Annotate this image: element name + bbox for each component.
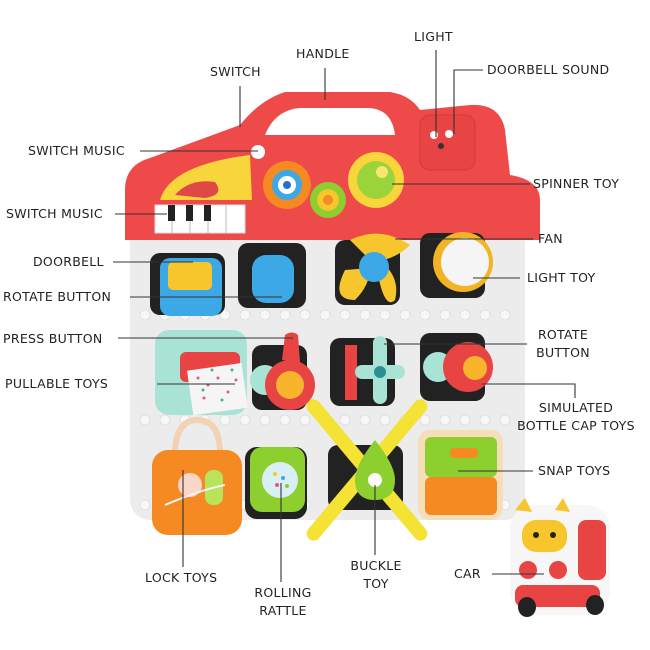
label-snap-toys: SNAP TOYS xyxy=(538,463,611,478)
label-rotate-button-right-line1: ROTATE xyxy=(537,327,589,342)
label-rolling-rattle: ROLLING RATTLE xyxy=(250,584,316,620)
label-fan: FAN xyxy=(538,231,563,246)
label-rotate-button-left: ROTATE BUTTON xyxy=(3,289,112,304)
label-rotate-button-right-line2: BUTTON xyxy=(536,345,590,360)
label-switch: SWITCH xyxy=(210,64,261,79)
label-pullable-toys: PULLABLE TOYS xyxy=(5,376,109,391)
label-rolling-rattle-line2: RATTLE xyxy=(259,603,307,618)
row-1-modules xyxy=(150,232,493,316)
label-car: CAR xyxy=(454,566,481,581)
label-doorbell: DOORBELL xyxy=(33,254,104,269)
label-rolling-rattle-line1: ROLLING xyxy=(254,585,312,600)
label-rotate-button-right: ROTATE BUTTON xyxy=(530,326,596,362)
label-buckle-toy: BUCKLE TOY xyxy=(343,557,409,593)
label-switch-music-top: SWITCH MUSIC xyxy=(28,143,125,158)
leader-lines xyxy=(113,50,576,582)
label-buckle-toy-line1: BUCKLE xyxy=(350,558,402,573)
label-buckle-toy-line2: TOY xyxy=(363,576,389,591)
label-bottle-cap-toys: SIMULATED BOTTLE CAP TOYS xyxy=(506,399,646,435)
label-bottle-cap-line1: SIMULATED xyxy=(538,400,614,415)
car-toy xyxy=(510,498,610,617)
label-light-toy: LIGHT TOY xyxy=(527,270,596,285)
label-press-button: PRESS BUTTON xyxy=(3,331,103,346)
red-frame xyxy=(125,92,540,240)
label-doorbell-sound: DOORBELL SOUND xyxy=(487,62,610,77)
label-lock-toys: LOCK TOYS xyxy=(145,570,218,585)
label-light: LIGHT xyxy=(414,29,453,44)
row-2-modules xyxy=(155,330,493,416)
label-handle: HANDLE xyxy=(296,46,350,61)
label-switch-music-keys: SWITCH MUSIC xyxy=(6,206,103,221)
label-bottle-cap-line2: BOTTLE CAP TOYS xyxy=(517,418,635,433)
label-spinner-toy: SPINNER TOY xyxy=(533,176,620,191)
row-3-modules xyxy=(152,399,503,541)
